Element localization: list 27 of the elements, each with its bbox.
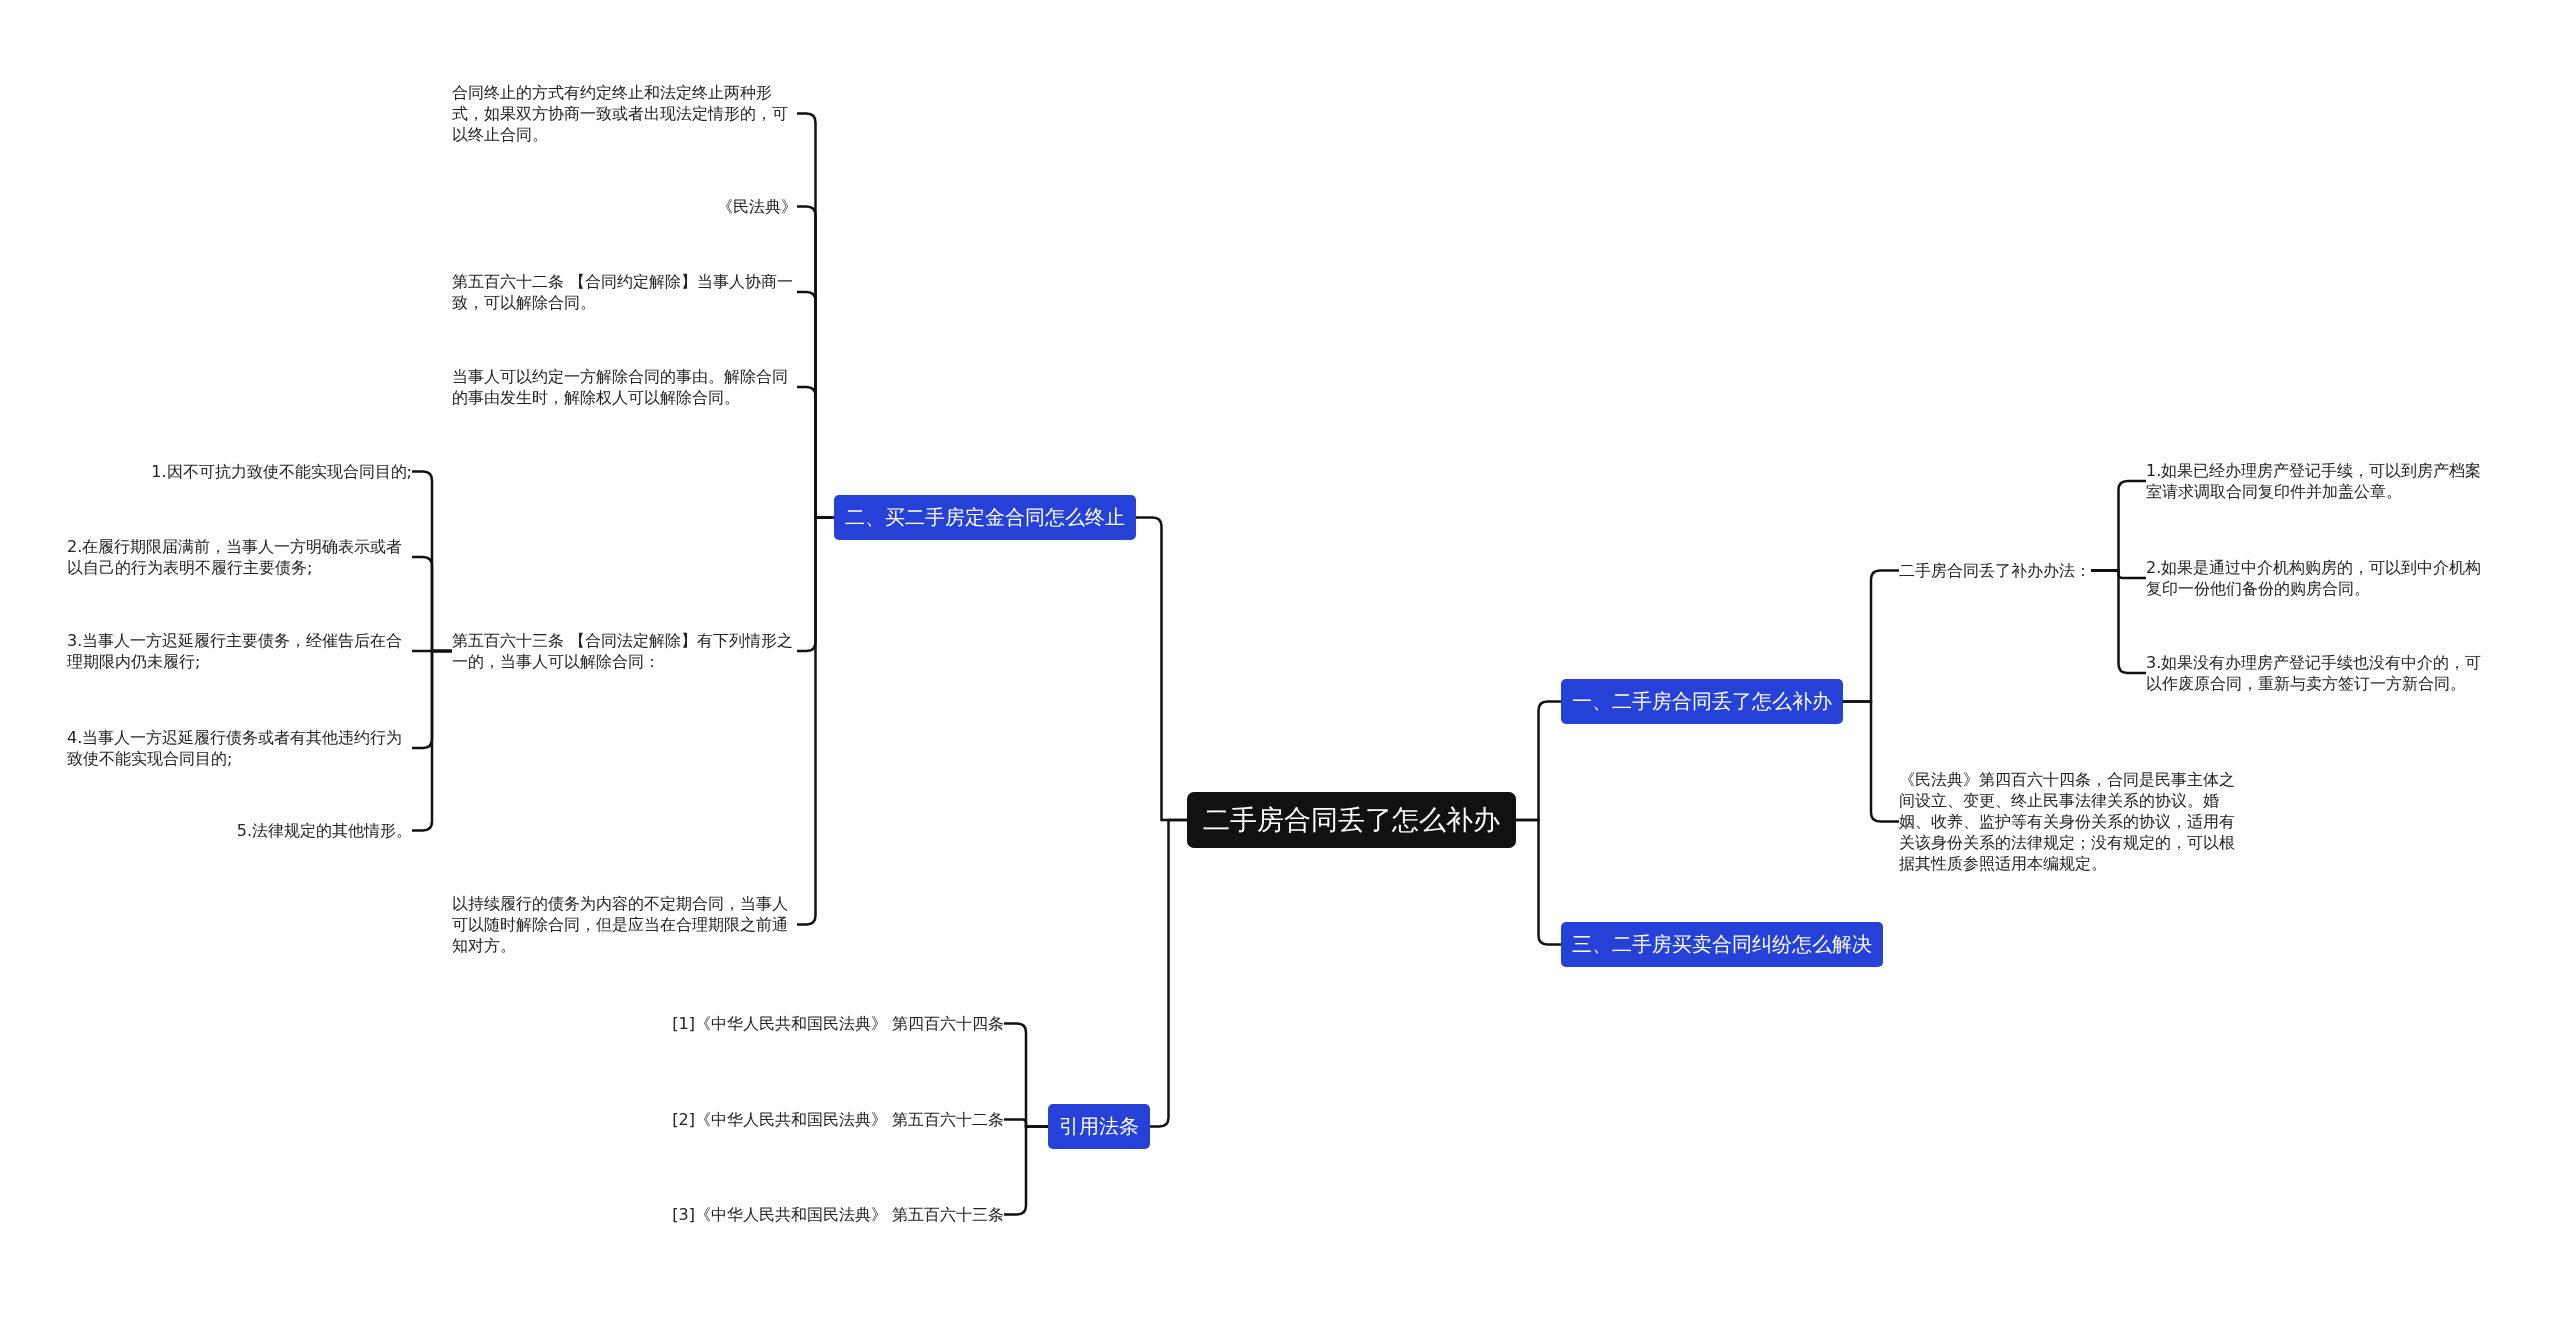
topic-text: 第五百六十三条 【合同法定解除】有下列情形之一的，当事人可以解除合同：: [452, 630, 797, 672]
branch-topic: 引用法条: [1048, 1104, 1150, 1149]
topic-text: 2.如果是通过中介机构购房的，可以到中介机构复印一份他们备份的购房合同。: [2146, 557, 2491, 599]
topic-text: 《民法典》第四百六十四条，合同是民事主体之间设立、变更、终止民事法律关系的协议。婚姻、收养、监护等有关身份关系的协议，适用有关该身份关系的法律规定；没有规定的，可以根据其性质参照适用本编规定。: [1899, 769, 2244, 874]
topic-text: 合同终止的方式有约定终止和法定终止两种形式，如果双方协商一致或者出现法定情形的，可以终止合同。: [452, 82, 797, 145]
topic-text: [2]《中华人民共和国民法典》 第五百六十二条: [672, 1109, 1004, 1130]
topic-text: 3.如果没有办理房产登记手续也没有中介的，可以作废原合同，重新与卖方签订一方新合同。: [2146, 652, 2491, 694]
topic-text: 5.法律规定的其他情形。: [236, 820, 412, 841]
topic-text: 以持续履行的债务为内容的不定期合同，当事人可以随时解除合同，但是应当在合理期限之前通知对方。: [452, 893, 797, 956]
branch-topic: 二、买二手房定金合同怎么终止: [834, 495, 1136, 540]
topic-text: 3.当事人一方迟延履行主要债务，经催告后在合理期限内仍未履行;: [67, 630, 412, 672]
topic-text: 1.如果已经办理房产登记手续，可以到房产档案室请求调取合同复印件并加盖公章。: [2146, 460, 2491, 502]
topic-text: [3]《中华人民共和国民法典》 第五百六十三条: [672, 1204, 1004, 1225]
topic-text: 1.因不可抗力致使不能实现合同目的;: [151, 461, 412, 482]
topic-text: 第五百六十二条 【合同约定解除】当事人协商一致，可以解除合同。: [452, 271, 797, 313]
topic-text: 当事人可以约定一方解除合同的事由。解除合同的事由发生时，解除权人可以解除合同。: [452, 366, 797, 408]
central-topic: 二手房合同丢了怎么补办: [1187, 792, 1516, 848]
topic-text: 2.在履行期限届满前，当事人一方明确表示或者以自己的行为表明不履行主要债务;: [67, 536, 412, 578]
connector-line: [797, 516, 834, 926]
topic-text: 《民法典》: [717, 196, 797, 217]
connector-line: [1516, 818, 1561, 946]
topic-text: 二手房合同丢了补办办法：: [1899, 560, 2091, 581]
topic-text: [1]《中华人民共和国民法典》 第四百六十四条: [672, 1013, 1004, 1034]
branch-topic: 三、二手房买卖合同纠纷怎么解决: [1561, 922, 1883, 967]
connector-line: [1150, 818, 1187, 1128]
topic-text: 4.当事人一方迟延履行债务或者有其他违约行为致使不能实现合同目的;: [67, 727, 412, 769]
branch-topic: 一、二手房合同丢了怎么补办: [1561, 679, 1843, 724]
